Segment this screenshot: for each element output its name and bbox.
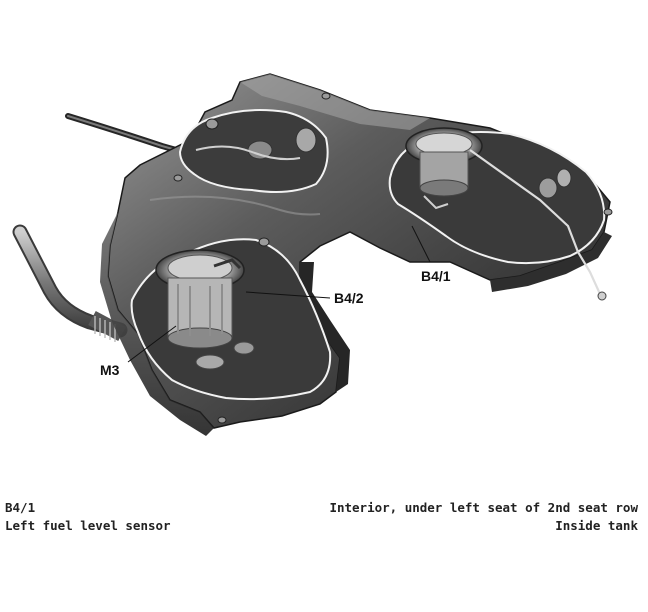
vent-hose — [65, 113, 187, 155]
callout-m3: M3 — [100, 362, 120, 378]
leader-line-b4-2 — [245, 291, 331, 299]
callout-b4-2: B4/2 — [334, 290, 364, 306]
top-center-components — [173, 92, 613, 424]
right-fuel-sender-module — [405, 127, 607, 301]
callout-b4-1: B4/1 — [421, 268, 451, 284]
component-location-detail: Inside tank — [555, 518, 638, 533]
component-caption: B4/1 Left fuel level sensor — [5, 499, 171, 535]
leader-lines — [127, 225, 431, 363]
component-code: B4/1 — [5, 500, 36, 515]
location-caption: Interior, under left seat of 2nd seat ro… — [329, 499, 638, 535]
component-name: Left fuel level sensor — [5, 518, 171, 533]
leader-line-m3 — [127, 325, 177, 363]
leader-line-b4-1 — [411, 225, 431, 263]
left-fuel-pump-module — [155, 249, 255, 370]
fuel-tank-diagram: B4/1 B4/2 M3 — [12, 73, 613, 436]
component-location: Interior, under left seat of 2nd seat ro… — [329, 500, 638, 515]
